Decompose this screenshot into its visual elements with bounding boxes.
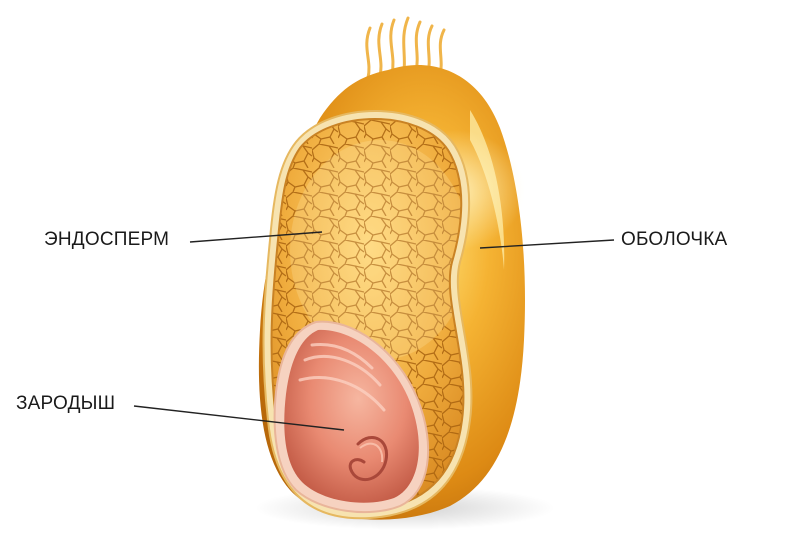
embryo (273, 320, 430, 514)
label-endosperm: ЭНДОСПЕРМ (44, 229, 170, 250)
label-shell: ОБОЛОЧКА (621, 229, 728, 250)
brush-hairs (365, 16, 446, 80)
label-embryo: ЗАРОДЫШ (16, 393, 116, 414)
leader-lines (133, 231, 615, 431)
